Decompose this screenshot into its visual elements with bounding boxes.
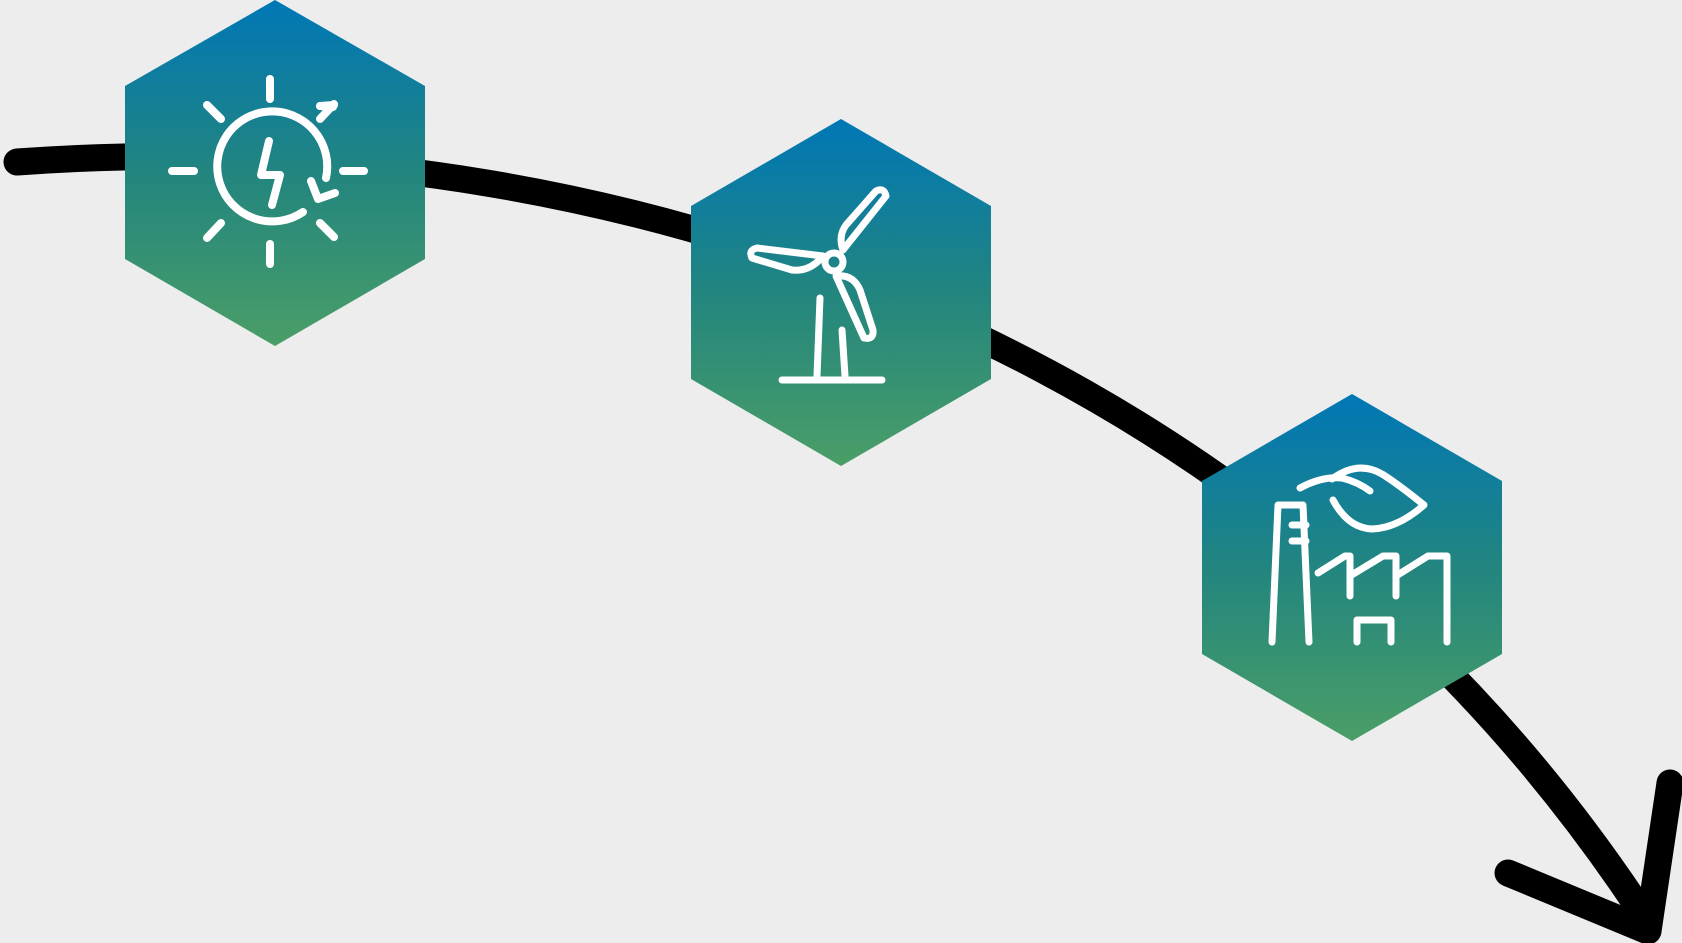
flow-arrow-head [1494, 769, 1682, 943]
step-1-hexagon [125, 0, 425, 346]
wind-turbine-icon [747, 186, 890, 384]
green-factory-icon [1268, 464, 1451, 646]
step-3-hexagon [1202, 394, 1502, 741]
solar-energy-icon [168, 75, 368, 268]
step-2-hexagon [691, 119, 991, 466]
